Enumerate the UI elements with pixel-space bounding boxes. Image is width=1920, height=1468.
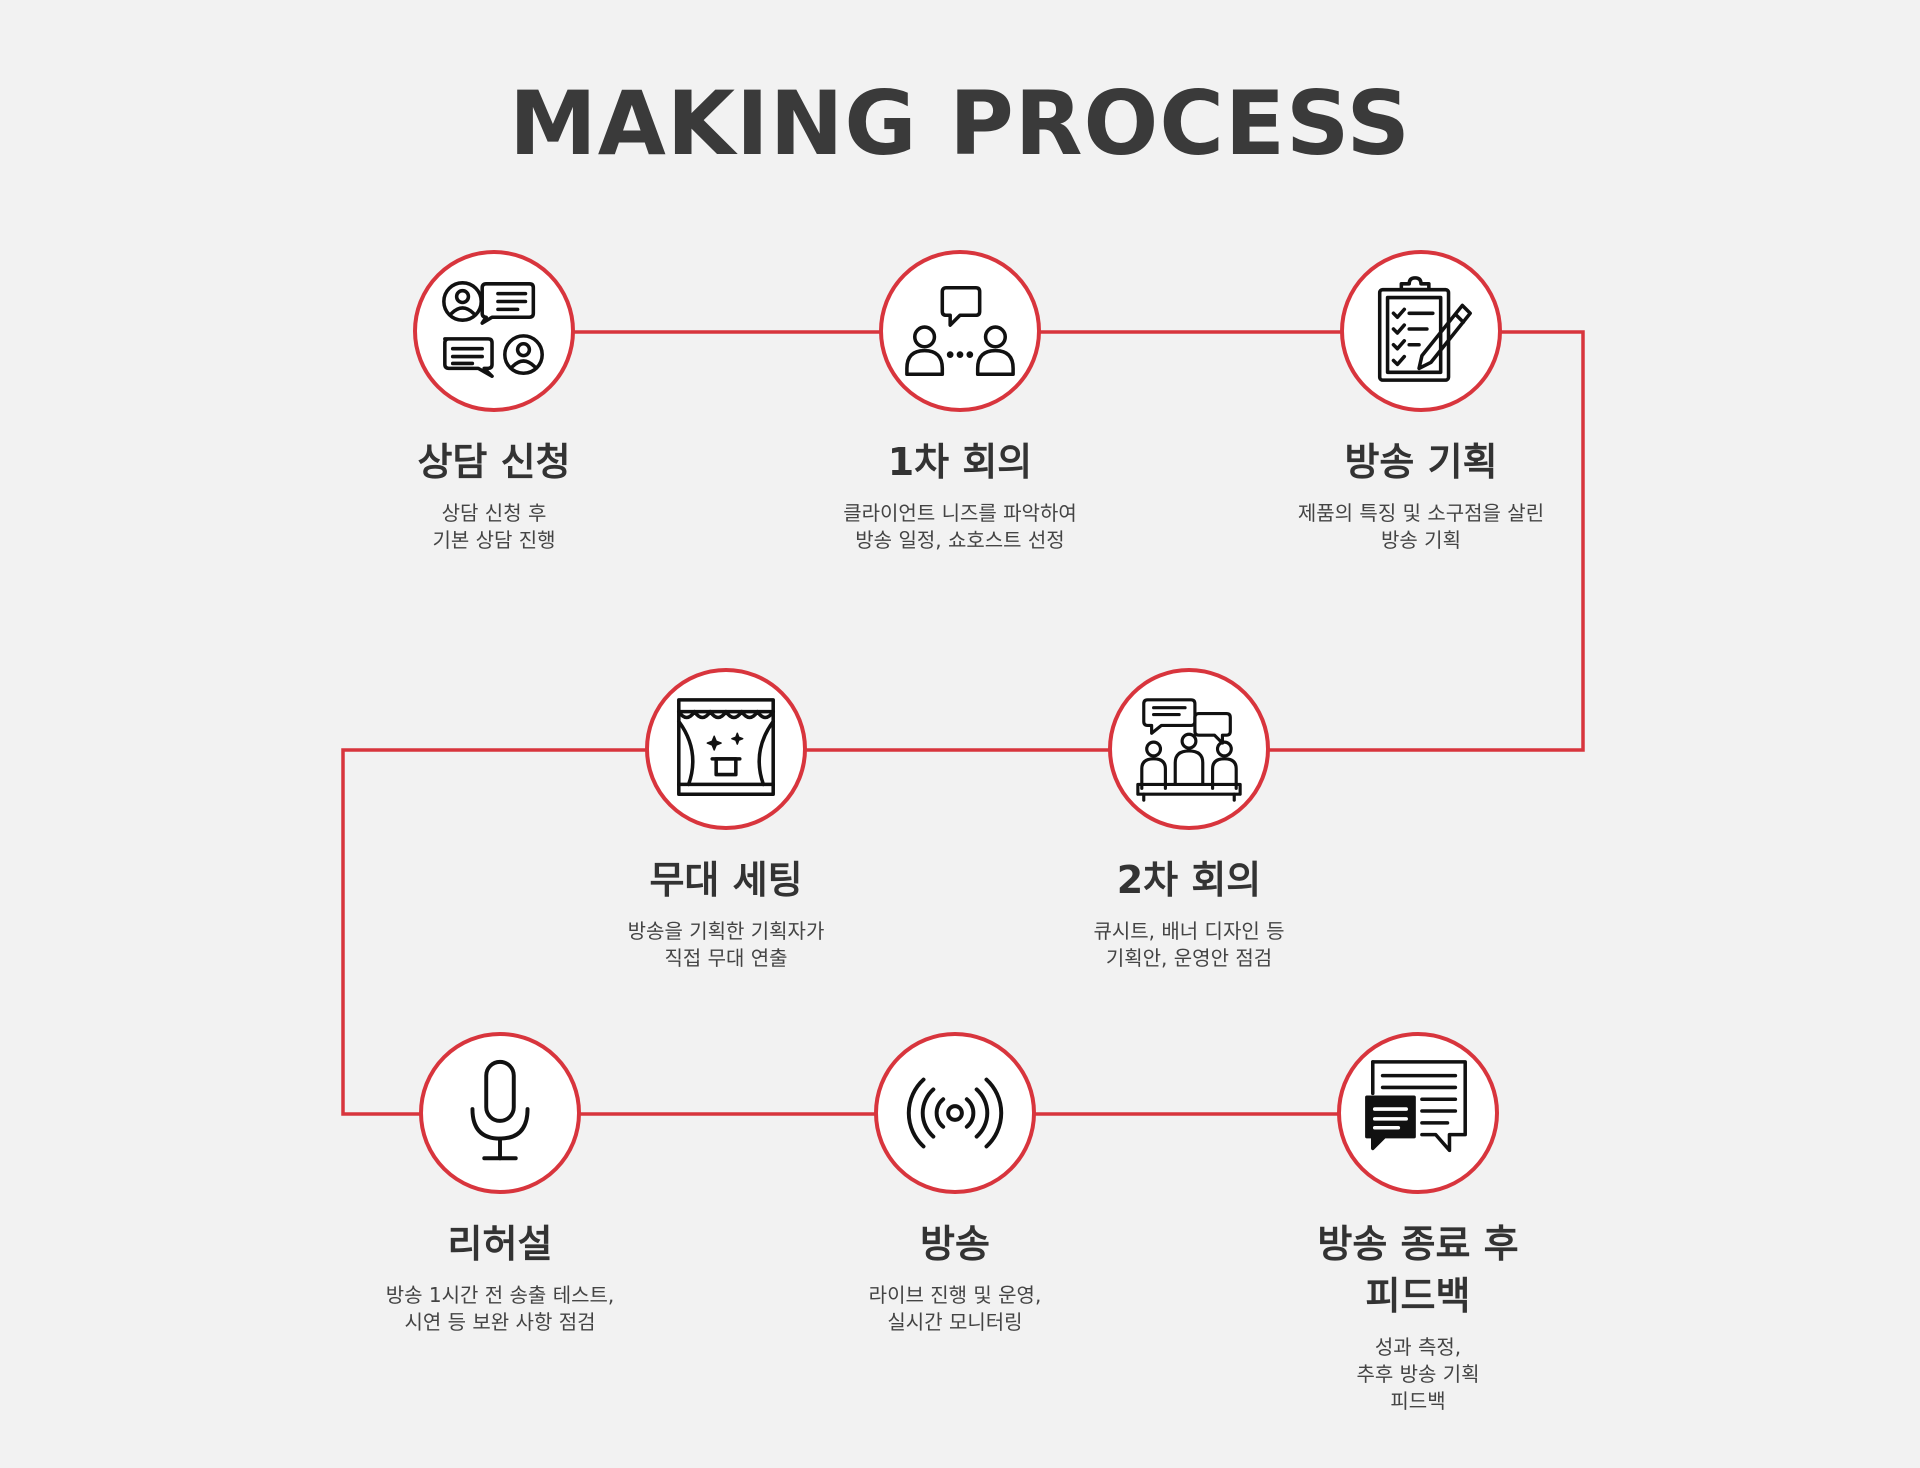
step-rehearsal: 리허설 방송 1시간 전 송출 테스트, 시연 등 보완 사항 점검 bbox=[320, 1032, 680, 1336]
connector-3-4 bbox=[1189, 330, 1585, 752]
microphone-icon bbox=[470, 1059, 530, 1161]
step-first-meeting: 1차 회의 클라이언트 니즈를 파악하여 방송 일정, 쇼호스트 선정 bbox=[780, 250, 1140, 554]
step-circle bbox=[874, 1032, 1036, 1194]
step-title: 리허설 bbox=[447, 1222, 553, 1266]
step-description: 라이브 진행 및 운영, 실시간 모니터링 bbox=[868, 1283, 1042, 1334]
step-description: 성과 측정, 추후 방송 기획 피드백 bbox=[1356, 1335, 1480, 1413]
stage-icon bbox=[677, 698, 775, 797]
step-circle bbox=[879, 250, 1041, 412]
feedback-document-icon bbox=[1365, 1060, 1467, 1153]
step-broadcast-planning: 방송 기획 제품의 특징 및 소구점을 살린 방송 기획 bbox=[1241, 250, 1601, 554]
meeting-icon bbox=[905, 285, 1015, 377]
broadcast-icon bbox=[906, 1077, 1004, 1149]
step-circle bbox=[1108, 668, 1270, 830]
step-circle bbox=[413, 250, 575, 412]
page-title: MAKING PROCESS bbox=[509, 72, 1411, 175]
step-description: 상담 신청 후 기본 상담 진행 bbox=[432, 501, 556, 552]
step-title: 방송 기획 bbox=[1344, 440, 1498, 484]
step-circle bbox=[1340, 250, 1502, 412]
step-second-meeting: 2차 회의 큐시트, 배너 디자인 등 기획안, 운영안 점검 bbox=[1009, 668, 1369, 972]
step-circle bbox=[419, 1032, 581, 1194]
step-title: 방송 bbox=[920, 1222, 990, 1266]
step-post-broadcast-feedback: 방송 종료 후 피드백 성과 측정, 추후 방송 기획 피드백 bbox=[1238, 1032, 1598, 1415]
step-stage-setting: 무대 세팅 방송을 기획한 기획자가 직접 무대 연출 bbox=[546, 668, 906, 972]
step-consultation: 상담 신청 상담 신청 후 기본 상담 진행 bbox=[314, 250, 674, 554]
step-title: 무대 세팅 bbox=[649, 858, 803, 902]
step-description: 방송을 기획한 기획자가 직접 무대 연출 bbox=[627, 919, 825, 970]
consultation-icon bbox=[442, 281, 544, 379]
step-description: 큐시트, 배너 디자인 등 기획안, 운영안 점검 bbox=[1093, 919, 1285, 970]
step-circle bbox=[1337, 1032, 1499, 1194]
step-description: 제품의 특징 및 소구점을 살린 방송 기획 bbox=[1297, 501, 1545, 552]
step-broadcast: 방송 라이브 진행 및 운영, 실시간 모니터링 bbox=[775, 1032, 1135, 1336]
step-title: 2차 회의 bbox=[1116, 858, 1262, 902]
group-meeting-icon bbox=[1136, 698, 1242, 802]
step-description: 클라이언트 니즈를 파악하여 방송 일정, 쇼호스트 선정 bbox=[843, 501, 1077, 552]
step-title: 방송 종료 후 피드백 bbox=[1317, 1222, 1519, 1318]
step-title: 상담 신청 bbox=[417, 440, 571, 484]
step-circle bbox=[645, 668, 807, 830]
step-description: 방송 1시간 전 송출 테스트, 시연 등 보완 사항 점검 bbox=[385, 1283, 615, 1334]
clipboard-pen-icon bbox=[1377, 276, 1472, 382]
step-title: 1차 회의 bbox=[887, 440, 1033, 484]
